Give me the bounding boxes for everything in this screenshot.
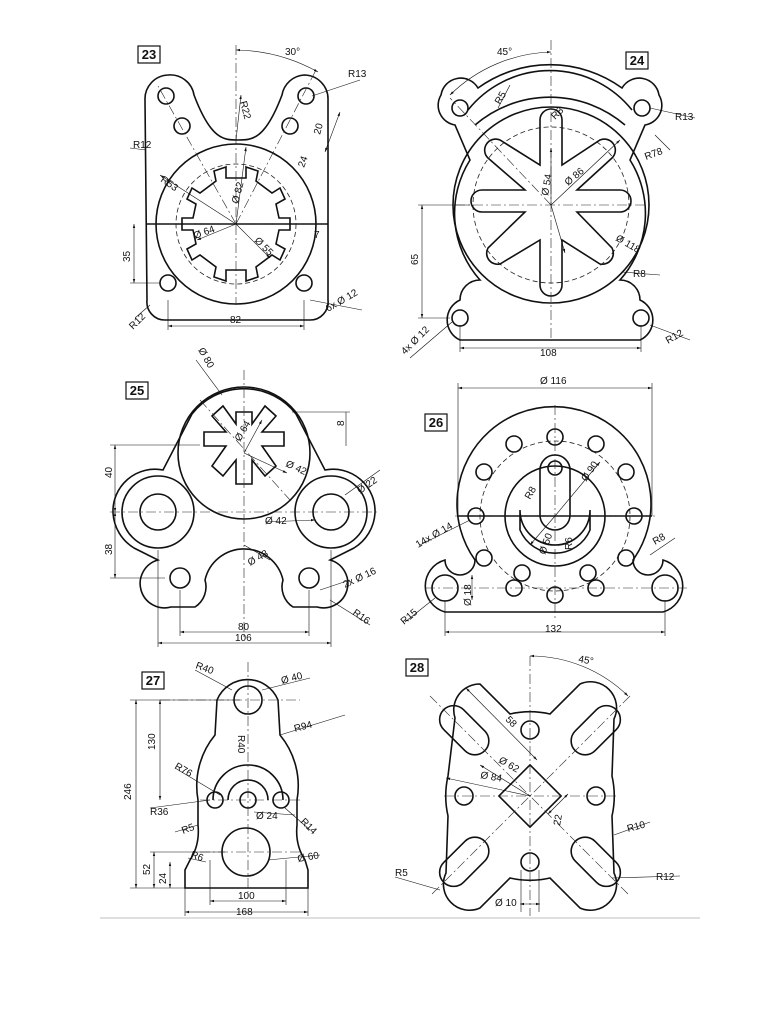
dim-label: R6 (189, 849, 205, 864)
dim-label: 106 (235, 633, 252, 644)
dim-label: 132 (545, 624, 562, 635)
dim-label: R5 (180, 822, 196, 837)
drawing-number: 24 (630, 53, 645, 68)
dim-label: 24 (296, 154, 310, 169)
slot-cutout (519, 509, 591, 554)
dim-label: Ø 42 (284, 459, 309, 478)
dim-label: R13 (675, 112, 694, 123)
dim-label: 7 (314, 230, 320, 241)
dim-label: Ø 90 (579, 459, 601, 483)
dim-label: 100 (238, 891, 255, 902)
drawing-23: 23 30° R13 R22 R12 20 (122, 45, 367, 332)
part-outline (184, 678, 309, 889)
dim-label: R6 (564, 537, 575, 550)
dim-label: Ø 116 (540, 376, 567, 387)
dim-label: Ø 48 (246, 548, 271, 569)
drawing-number: 27 (146, 673, 160, 688)
dim-label: R76 (173, 761, 195, 780)
drawing-number: 28 (410, 660, 424, 675)
splined-bore (181, 165, 291, 283)
dim-label: Ø 54 (540, 173, 555, 197)
dim-label: R40 (194, 660, 215, 677)
dim-label: R14 (298, 816, 319, 837)
part-outline (424, 405, 684, 613)
dim-label: Ø 84 (479, 770, 503, 785)
dim-label: Ø 60 (297, 850, 321, 865)
dim-label: R5 (493, 90, 509, 107)
dim-label: R36 (150, 807, 169, 818)
dim-label: 65 (410, 253, 421, 265)
dim-label: 82 (230, 315, 242, 326)
dim-label: R53 (158, 174, 180, 194)
part-outline (144, 74, 329, 321)
splined-bore (203, 404, 285, 485)
dim-label: R10 (626, 819, 647, 834)
dim-label: R8 (523, 485, 539, 502)
dim-label: 6x Ø 12 (324, 287, 360, 314)
dim-label: R15 (399, 607, 420, 628)
dim-label: Ø 24 (256, 811, 278, 822)
drawing-number: 25 (130, 383, 144, 398)
dim-label: Ø 82 (230, 181, 246, 205)
dim-label: 30° (285, 47, 300, 58)
dim-label: 40 (104, 466, 115, 478)
dim-label: Ø 80 (195, 346, 216, 371)
drawing-number-box (137, 45, 161, 64)
part-outline (437, 64, 663, 341)
dim-label: 4x Ø 12 (399, 324, 432, 357)
dim-label: R22 (237, 100, 252, 121)
drawing-number-box (125, 381, 149, 400)
dim-label: 24 (158, 872, 169, 884)
drawing-number: 23 (142, 47, 156, 62)
drawing-number-box (141, 671, 165, 690)
dim-label: Ø 18 (463, 584, 474, 606)
dim-label: 45° (577, 654, 594, 667)
dim-label: 35 (122, 250, 133, 262)
dim-label: R12 (656, 872, 675, 883)
dim-label: R12 (127, 311, 148, 332)
dim-label: R78 (643, 146, 664, 163)
dim-label: Ø 10 (495, 898, 517, 909)
dim-label: R12 (664, 328, 686, 347)
dim-label: 8 (336, 420, 347, 426)
drawing-28: 28 45° 58 Ø 62 Ø 84 (394, 654, 681, 916)
dim-label: R13 (348, 69, 367, 80)
dim-label: 246 (123, 783, 134, 800)
dim-label: 130 (147, 733, 158, 750)
dim-label: 38 (104, 543, 115, 555)
dim-label: 108 (540, 348, 557, 359)
part-outline (112, 387, 376, 609)
dim-label: 168 (236, 907, 253, 918)
dim-label: Ø 40 (280, 671, 304, 687)
dim-label: Ø 42 (265, 516, 287, 527)
dim-label: R5 (395, 868, 408, 879)
dim-label: Ø 118 (614, 233, 643, 256)
dim-label: 45° (497, 47, 512, 58)
dim-label: 2x Ø 16 (342, 566, 379, 591)
drawing-number: 26 (429, 415, 443, 430)
drawing-number-box (625, 51, 649, 70)
dim-label: 22 (552, 813, 565, 826)
star-cutout (470, 108, 632, 297)
dim-label: 52 (142, 863, 153, 875)
dim-label: 14x Ø 14 (414, 521, 455, 551)
dim-label: R94 (293, 719, 314, 734)
dim-label: R8 (633, 269, 646, 280)
dim-label: Ø 64 (192, 224, 217, 242)
dim-label: R8 (651, 531, 668, 547)
dim-label: 20 (312, 122, 326, 136)
dim-label: R12 (133, 140, 152, 151)
dim-label: R40 (235, 735, 246, 754)
drawing-27: 27 R40 Ø 40 (123, 660, 346, 918)
drawing-24: 24 45° R5 R8 R13 R78 Ø 54 (399, 40, 696, 359)
drawing-number-box (405, 658, 429, 677)
dim-label: 80 (238, 622, 250, 633)
drawing-26: 26 (399, 376, 690, 636)
drawing-25: 25 Ø 80 Ø 64 8 Ø 42 (104, 346, 381, 647)
drawing-number-box (424, 413, 448, 432)
